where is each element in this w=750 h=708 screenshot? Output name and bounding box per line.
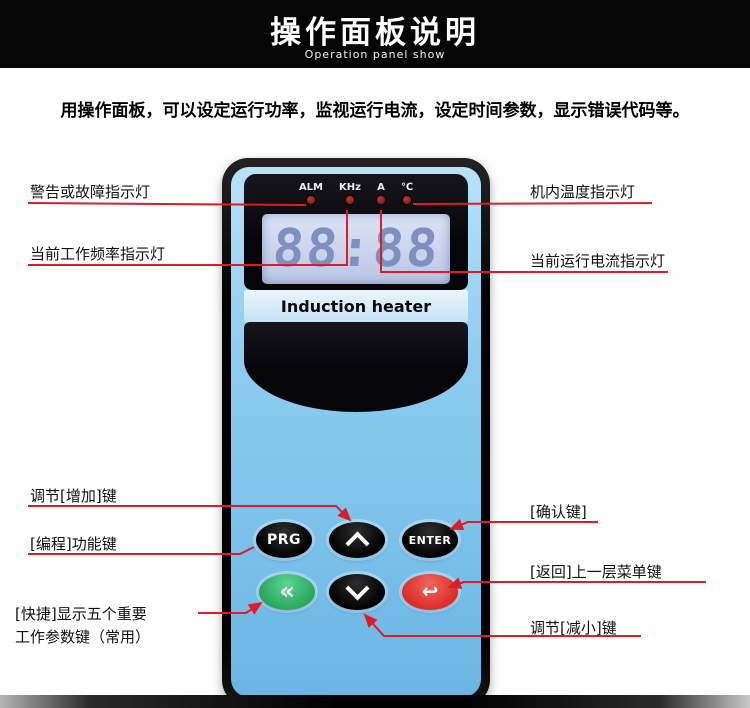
ampere-led-icon (376, 196, 385, 204)
decrease-button[interactable] (329, 574, 385, 610)
quick-button[interactable]: « (259, 574, 315, 610)
indicator-temp-label: ℃ (400, 182, 414, 193)
annotation-enter-key: [确认键] (530, 503, 587, 521)
annotation-increase-key: 调节[增加]键 (30, 487, 117, 505)
annotation-current-led: 当前运行电流指示灯 (530, 252, 666, 270)
khz-led-icon (345, 196, 354, 204)
temperature-led-icon (403, 196, 411, 204)
double-chevron-left-icon: « (279, 577, 295, 605)
annotation-warning-led: 警告或故障指示灯 (30, 183, 151, 201)
induction-heater-device: ALM KHz A ℃ 88:88 Induct (222, 158, 490, 706)
indicator-khz: KHz (339, 182, 361, 204)
indicator-temp: ℃ (401, 182, 413, 204)
lower-black-trim (244, 322, 468, 412)
seven-segment-display: 88:88 (262, 214, 450, 284)
bottom-divider (0, 695, 750, 708)
intro-text: 用操作面板，可以设定运行功率，监视运行电流，设定时间参数，显示错误代码等。 (60, 101, 690, 121)
annotation-quick-key-line1: [快捷]显示五个重要 (15, 605, 147, 623)
annotation-program-key: [编程]功能键 (30, 535, 117, 553)
indicator-alm: ALM (299, 182, 323, 204)
chevron-down-icon (344, 576, 370, 601)
page-title: 操作面板说明 (270, 15, 480, 51)
brand-label: Induction heater (244, 290, 468, 322)
chevron-up-icon (344, 531, 370, 556)
page-subtitle: Operation panel show (304, 48, 446, 61)
indicator-alm-label: ALM (298, 182, 323, 193)
back-button[interactable]: ↩ (402, 574, 458, 610)
prg-button[interactable]: PRG (256, 522, 312, 558)
indicator-a-label: A (377, 182, 385, 193)
device-front-panel: ALM KHz A ℃ 88:88 Induct (231, 167, 481, 697)
display-bezel: ALM KHz A ℃ 88:88 (244, 174, 468, 290)
annotation-temperature-led: 机内温度指示灯 (530, 183, 636, 201)
annotation-back-key: [返回]上一层菜单键 (530, 563, 662, 581)
enter-button[interactable]: ENTER (402, 522, 458, 558)
header-banner: 操作面板说明 Operation panel show (0, 0, 750, 68)
annotation-frequency-led: 当前工作频率指示灯 (30, 245, 166, 263)
indicator-row: ALM KHz A ℃ (244, 182, 468, 204)
annotation-decrease-key: 调节[减小]键 (530, 619, 617, 637)
indicator-khz-label: KHz (339, 182, 361, 193)
display-value: 88:88 (270, 219, 442, 279)
annotation-quick-key-line2: 工作参数键（常用） (15, 628, 151, 646)
alm-led-icon (306, 196, 315, 204)
return-arrow-icon: ↩ (421, 579, 439, 603)
increase-button[interactable] (329, 522, 385, 558)
indicator-a: A (376, 182, 385, 204)
